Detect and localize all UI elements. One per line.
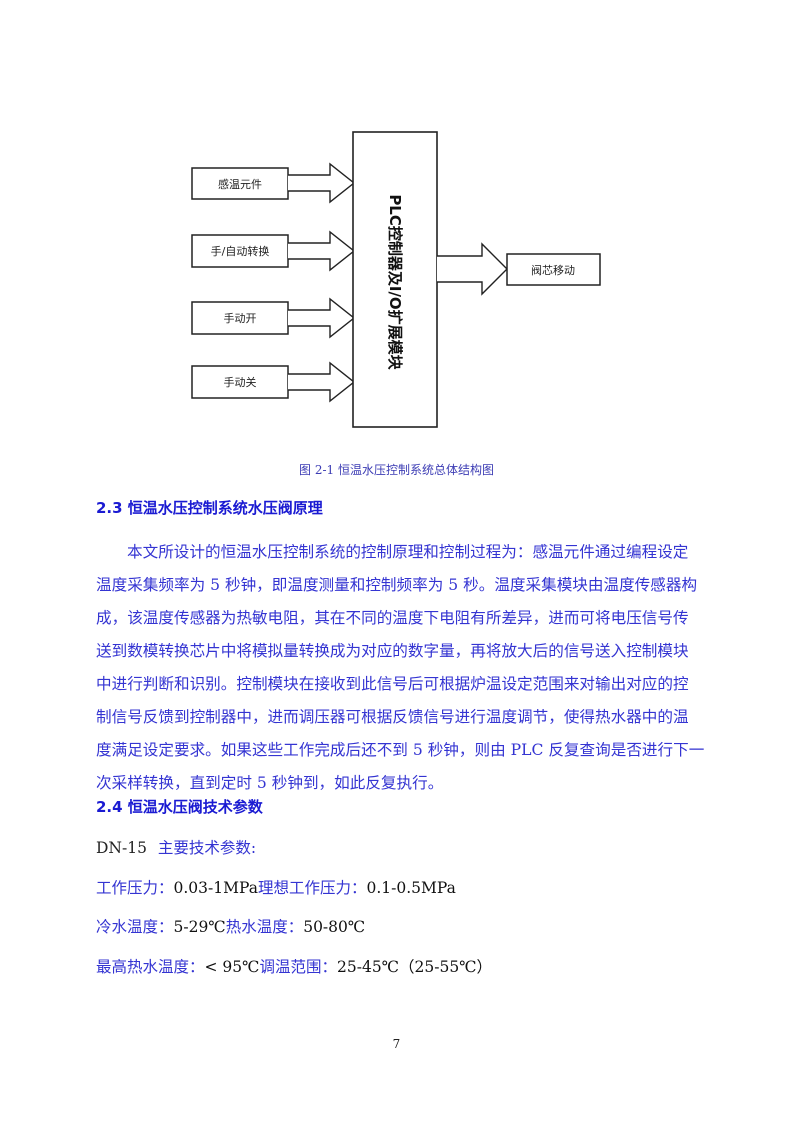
arrow-right-icon: [437, 242, 508, 296]
spec-label: 调温范围：: [259, 958, 338, 976]
input-label-mode-switch: 手/自动转换: [211, 244, 270, 258]
section-heading: 2.4 恒温水压阀技术参数: [96, 798, 263, 816]
input-box-mode-switch: [191, 234, 289, 268]
spec-value: 0.03-1MPa: [173, 879, 258, 897]
arrow-right-icon: [288, 361, 356, 403]
paragraph-line: 度满足设定要求。如果这些工作完成后还不到 5 秒钟，则由 PLC 反复查询是否进…: [96, 741, 705, 759]
spec-max-temperature-line: 最高热水温度：< 95℃调温范围：25-45℃（25-55℃）: [96, 955, 492, 977]
figure-caption: 图 2-1 恒温水压控制系统总体结构图: [299, 463, 494, 477]
diagram-svg: 感温元件 手/自动转换 手动开 手动关 阀芯移动 PLC控制器及I/O扩展模块: [191, 131, 601, 428]
paragraph-line: 本文所设计的恒温水压控制系统的控制原理和控制过程为：感温元件通过编程设定: [127, 543, 689, 561]
spec-value: 25-45℃（25-55℃）: [337, 958, 493, 976]
spec-model-line: DN-15 主要技术参数:: [96, 836, 256, 858]
paragraph-line: 成，该温度传感器为热敏电阻，其在不同的温度下电阻有所差异，进而可将电压信号传: [96, 609, 689, 627]
page-number: 7: [392, 1037, 401, 1051]
input-label-sensor: 感温元件: [218, 178, 262, 191]
spec-value: < 95℃: [204, 958, 260, 976]
arrow-right-icon: [288, 162, 356, 204]
spec-value: 0.1-0.5MPa: [366, 879, 456, 897]
spec-model: DN-15: [96, 839, 147, 857]
spec-value: 5-29℃: [173, 918, 226, 936]
output-label: 阀芯移动: [531, 263, 575, 277]
input-label-manual-close: 手动关: [224, 375, 257, 389]
spec-label: 热水温度：: [225, 918, 304, 936]
input-box-sensor: [191, 167, 289, 200]
spec-temperature-line: 冷水温度：5-29℃热水温度：50-80℃: [96, 915, 365, 937]
structure-diagram: 感温元件 手/自动转换 手动开 手动关 阀芯移动 PLC控制器及I/O扩展模块: [180, 128, 620, 438]
input-box-manual-open: [191, 301, 289, 335]
controller-label: PLC控制器及I/O扩展模块: [386, 194, 404, 370]
spec-label: 冷水温度：: [96, 918, 174, 936]
paragraph-line: 次采样转换，直到定时 5 秒钟到，如此反复执行。: [96, 774, 444, 792]
paragraph-line: 送到数模转换芯片中将模拟量转换成为对应的数字量，再将放大后的信号送入控制模块: [96, 642, 689, 660]
output-box: [506, 253, 601, 286]
paragraph-line: 制信号反馈到控制器中，进而调压器可根据反馈信号进行温度调节，使得热水器中的温: [96, 708, 689, 726]
spec-subtitle: 主要技术参数:: [157, 839, 257, 857]
arrow-right-icon: [288, 230, 356, 272]
arrow-right-icon: [288, 297, 356, 339]
spec-label: 理想工作压力：: [257, 879, 367, 897]
controller-box: [352, 131, 438, 428]
input-label-manual-open: 手动开: [224, 311, 257, 325]
spec-label: 工作压力：: [96, 879, 174, 897]
spec-pressure-line: 工作压力：0.03-1MPa理想工作压力：0.1-0.5MPa: [96, 876, 456, 898]
spec-value: 50-80℃: [303, 918, 366, 936]
paragraph-line: 温度采集频率为 5 秒钟，即温度测量和控制频率为 5 秒。温度采集模块由温度传感…: [96, 576, 698, 594]
paragraph-line: 中进行判断和识别。控制模块在接收到此信号后可根据炉温设定范围来对输出对应的控: [96, 675, 689, 693]
section-heading: 2.3 恒温水压控制系统水压阀原理: [96, 499, 323, 517]
spec-label: 最高热水温度：: [96, 958, 205, 976]
